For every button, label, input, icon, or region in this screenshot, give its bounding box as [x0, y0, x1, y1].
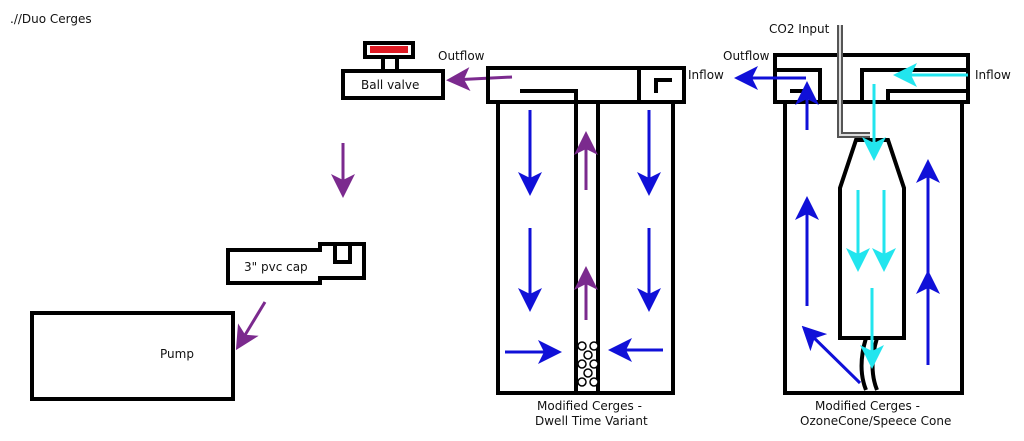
caption-right-line1: Modified Cerges - [815, 399, 920, 413]
caption-left-line2: Dwell Time Variant [535, 414, 648, 428]
outflow-to-valve-arrow [446, 67, 513, 92]
inflow-label-left: Inflow [688, 68, 724, 82]
valve-handle [370, 46, 408, 53]
co2-pipe [837, 25, 870, 138]
caption-right-line2: OzoneCone/Speece Cone [800, 414, 951, 428]
pvc-cap-label: 3" pvc cap [244, 260, 308, 274]
chamber [783, 102, 964, 395]
diagram-title: .//Duo Cerges [10, 12, 92, 26]
pump: Pump [30, 311, 235, 401]
speece-cone [838, 138, 906, 340]
chamber [496, 102, 675, 395]
pump-label: Pump [160, 347, 194, 361]
diffuser-bubbles [577, 341, 599, 387]
inflow-port [637, 66, 686, 104]
inflow-label-right: Inflow [975, 68, 1011, 82]
cap-to-pump-arrow [235, 301, 267, 351]
ball-valve: Ball valve [341, 41, 445, 100]
cerges-dwell-time: Outflow Inflow Modified Cerges - Dwell T… [438, 49, 724, 428]
pvc-cap: 3" pvc cap [226, 242, 366, 285]
caption-left-line1: Modified Cerges - [537, 399, 642, 413]
ball-valve-label: Ball valve [361, 78, 419, 92]
co2-input-label: CO2 Input [769, 22, 830, 36]
outflow-label-left: Outflow [438, 49, 485, 63]
cerges-ozonecone: CO2 Input Outflow Inflow Modified Cerges… [723, 22, 1011, 428]
outflow-label-right: Outflow [723, 49, 770, 63]
